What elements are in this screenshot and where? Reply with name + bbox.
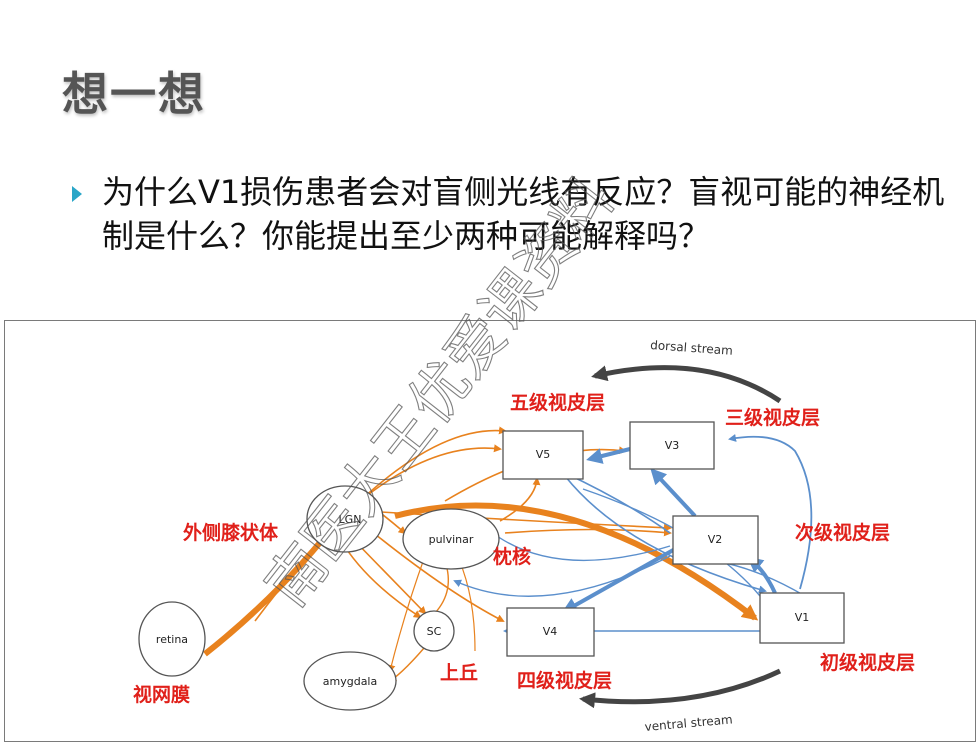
- svg-text:V1: V1: [795, 611, 810, 624]
- svg-text:V3: V3: [665, 439, 680, 452]
- svg-text:SC: SC: [427, 625, 442, 638]
- diagram-canvas: retina LGN pulvinar SC amygdala V5 V3 V: [133, 338, 915, 734]
- label-pulvinar-cn: 枕核: [493, 545, 531, 568]
- dorsal-stream-label: dorsal stream: [650, 338, 733, 358]
- label-retina-cn: 视网膜: [133, 683, 190, 706]
- node-sc: SC: [413, 610, 455, 652]
- svg-text:pulvinar: pulvinar: [429, 533, 474, 546]
- slide-title: 想一想: [62, 67, 206, 121]
- bullet-arrow-icon: [72, 186, 82, 202]
- svg-text:V5: V5: [536, 448, 551, 461]
- label-v2-cn: 次级视皮层: [795, 521, 890, 544]
- ventral-stream-arrow: [579, 668, 782, 709]
- svg-text:V4: V4: [543, 625, 558, 638]
- label-v4-cn: 四级视皮层: [517, 669, 612, 692]
- label-v1-cn: 初级视皮层: [820, 651, 915, 674]
- label-sc-cn: 上丘: [440, 662, 478, 684]
- node-v3: V3: [629, 421, 715, 470]
- node-pulvinar: pulvinar: [402, 508, 500, 570]
- node-v2: V2: [672, 515, 759, 565]
- node-v1: V1: [759, 592, 845, 644]
- node-v4: V4: [506, 607, 595, 657]
- ventral-stream-label: ventral stream: [644, 712, 733, 734]
- svg-text:LGN: LGN: [339, 513, 362, 526]
- node-amygdala: amygdala: [303, 651, 397, 711]
- node-v5: V5: [502, 430, 584, 480]
- visual-pathway-diagram: retina LGN pulvinar SC amygdala V5 V3 V: [4, 320, 976, 742]
- svg-text:V2: V2: [708, 533, 723, 546]
- svg-text:retina: retina: [156, 633, 188, 646]
- label-lgn-cn: 外侧膝状体: [183, 521, 279, 544]
- question-text: 为什么V1损伤患者会对盲侧光线有反应？盲视可能的神经机制是什么？你能提出至少两种…: [102, 173, 945, 255]
- label-v3-cn: 三级视皮层: [725, 406, 820, 429]
- dorsal-stream-arrow: [591, 365, 782, 404]
- node-retina: retina: [138, 601, 206, 677]
- label-v5-cn: 五级视皮层: [510, 391, 605, 414]
- node-lgn: LGN: [306, 485, 384, 553]
- svg-text:amygdala: amygdala: [323, 675, 377, 688]
